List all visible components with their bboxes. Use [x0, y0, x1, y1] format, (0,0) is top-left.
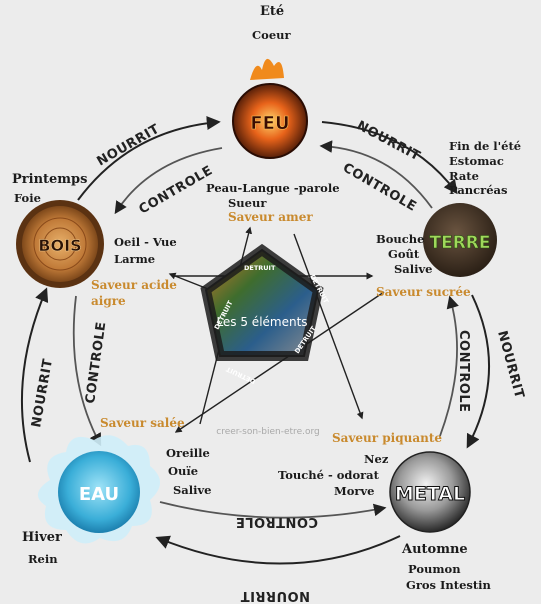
arc-terre-feu	[319, 140, 433, 209]
eau-season: Hiver	[22, 530, 62, 545]
eau-sense-2: Ouïe	[168, 464, 199, 478]
bois-organ: Foie	[14, 191, 41, 205]
label-nourrit-1: NOURRIT	[95, 122, 163, 170]
metal-disc: METAL	[389, 451, 471, 533]
metal-saveur: Saveur piquante	[332, 431, 443, 445]
arc-terre-metal	[466, 294, 491, 449]
eau-organ: Rein	[28, 552, 58, 566]
terre-saveur: Saveur sucrée	[376, 285, 471, 299]
eau-sense-3: Salive	[173, 483, 212, 497]
metal-organ-2: Gros Intestin	[406, 578, 491, 592]
watermark: creer-son-bien-etre.org	[216, 427, 319, 437]
label-nourrit-5: NOURRIT	[29, 357, 56, 428]
metal-organ-1: Poumon	[408, 562, 461, 576]
label-controle-4: CONTROLE	[235, 514, 318, 529]
metal-season: Automne	[402, 542, 468, 557]
terre-organ-1: Estomac	[449, 154, 504, 168]
eau-saveur: Saveur salée	[100, 416, 185, 430]
feu-saveur: Saveur amer	[228, 210, 313, 224]
bois-season: Printemps	[12, 172, 88, 187]
label-nourrit-2: NOURRIT	[354, 118, 423, 164]
feu-disc: FEU	[232, 58, 308, 159]
label-nourrit-4: NOURRIT	[240, 588, 310, 603]
bois-saveur-1: Saveur acide	[91, 278, 177, 292]
flame-icon	[250, 58, 284, 80]
terre-disc: TERRE	[423, 203, 497, 277]
arc-bois-eau	[72, 295, 102, 447]
metal-label: METAL	[395, 483, 465, 505]
arc-feu-bois	[114, 147, 223, 215]
nourrit-cycle	[20, 116, 491, 565]
arc-metal-terre	[439, 295, 459, 437]
feu-organ: Coeur	[252, 28, 291, 42]
terre-organ-2: Rate	[449, 169, 479, 183]
arc-eau-bois	[20, 287, 49, 463]
label-controle-3: CONTROLE	[456, 330, 471, 413]
feu-label: FEU	[250, 113, 289, 134]
center-title: Les 5 éléments	[216, 315, 307, 329]
terre-label: TERRE	[429, 233, 490, 253]
feu-sense-2: Sueur	[228, 196, 267, 210]
bois-sense-1: Oeil - Vue	[114, 235, 177, 249]
label-controle-2: CONTROLE	[340, 160, 419, 214]
terre-season: Fin de l'été	[449, 139, 522, 153]
bois-label: BOIS	[38, 236, 81, 255]
label-detruit-4: DETRUIT	[224, 365, 256, 386]
terre-organ-3: Pancréas	[449, 183, 508, 197]
terre-sense-1: Bouche	[376, 232, 425, 246]
metal-sense-2: Touché - odorat	[278, 468, 379, 482]
center-pentagon	[200, 243, 324, 361]
eau-disc: EAU	[37, 435, 160, 544]
eau-label: EAU	[79, 484, 119, 505]
arc-bois-feu	[77, 116, 221, 201]
bois-saveur-2: aigre	[91, 294, 126, 308]
metal-sense-3: Morve	[334, 484, 375, 498]
metal-sense-1: Nez	[364, 452, 389, 466]
feu-season: Eté	[260, 4, 285, 19]
bois-disc: BOIS	[16, 200, 104, 288]
eau-sense-1: Oreille	[166, 446, 210, 460]
terre-sense-3: Salive	[394, 262, 433, 276]
arc-feu-terre	[321, 121, 458, 195]
feu-sense-1: Peau-Langue -parole	[206, 181, 340, 195]
arc-metal-eau	[155, 535, 401, 565]
label-nourrit-3: NOURRIT	[494, 329, 527, 400]
controle-cycle	[72, 140, 459, 519]
bois-sense-2: Larme	[114, 252, 156, 266]
arc-eau-metal	[159, 501, 387, 519]
label-controle-1: CONTROLE	[137, 163, 216, 217]
label-detruit-1: DETRUIT	[244, 264, 276, 272]
label-controle-5: CONTROLE	[83, 321, 109, 405]
terre-sense-2: Goût	[388, 247, 420, 261]
